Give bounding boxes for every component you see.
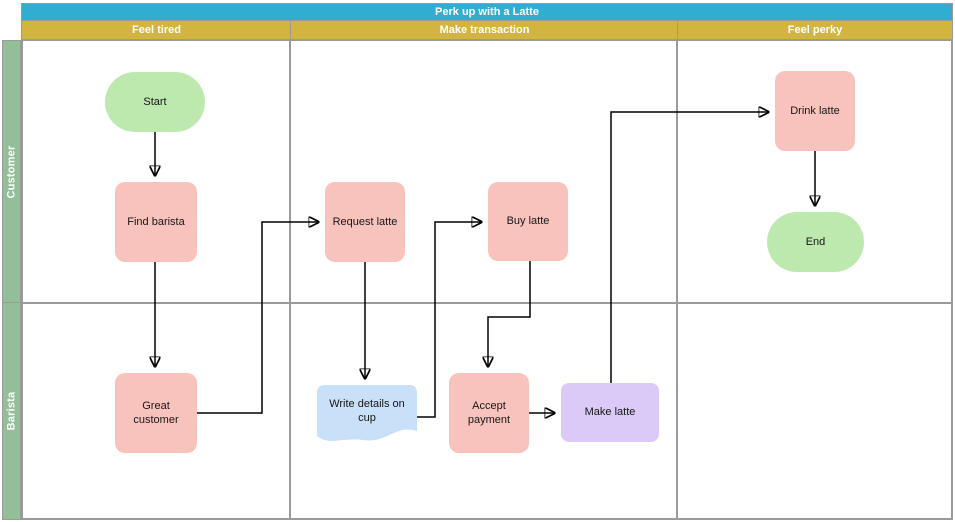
- node-start[interactable]: Start: [105, 72, 205, 132]
- node-request-latte[interactable]: Request latte: [325, 182, 405, 262]
- connector-great-customer-to-request-latte[interactable]: [197, 222, 318, 414]
- connector-write-details-to-buy-latte[interactable]: [417, 222, 481, 418]
- node-accept-payment[interactable]: Accept payment: [449, 373, 529, 453]
- phase-label: Feel perky: [787, 24, 843, 36]
- phase-header-make-transaction: Make transaction: [290, 20, 679, 40]
- diagram-title: Perk up with a Latte: [435, 6, 539, 18]
- node-find-barista[interactable]: Find barista: [115, 182, 197, 262]
- node-label: Start: [143, 95, 167, 108]
- lane-divider: [2, 302, 953, 304]
- lane-label-barista: Barista: [2, 302, 21, 520]
- document-shape: [317, 385, 417, 441]
- node-label: End: [805, 235, 826, 248]
- node-label: Buy latte: [506, 215, 550, 228]
- node-label: Accept payment: [467, 399, 511, 426]
- phase-label: Feel tired: [132, 24, 181, 36]
- phase-label: Make transaction: [439, 24, 530, 36]
- node-drink-latte[interactable]: Drink latte: [775, 71, 855, 151]
- node-label: Request latte: [332, 215, 398, 228]
- connector-buy-latte-to-accept-payment[interactable]: [488, 261, 531, 366]
- node-write-details-on-cup[interactable]: Write details on cup: [317, 385, 417, 445]
- connector-make-latte-to-drink-latte[interactable]: [610, 112, 768, 383]
- phase-divider-1: [289, 40, 291, 520]
- node-make-latte[interactable]: Make latte: [561, 383, 659, 442]
- phase-divider-2: [676, 40, 678, 520]
- node-buy-latte[interactable]: Buy latte: [488, 182, 568, 261]
- node-great-customer[interactable]: Great customer: [115, 373, 197, 453]
- node-label: Drink latte: [790, 104, 840, 117]
- phase-header-feel-tired: Feel tired: [21, 20, 292, 40]
- node-label: Great customer: [133, 399, 179, 426]
- node-label: Write details on cup: [329, 397, 405, 424]
- node-label: Make latte: [584, 406, 636, 419]
- node-label: Find barista: [127, 215, 185, 228]
- node-end[interactable]: End: [767, 212, 864, 272]
